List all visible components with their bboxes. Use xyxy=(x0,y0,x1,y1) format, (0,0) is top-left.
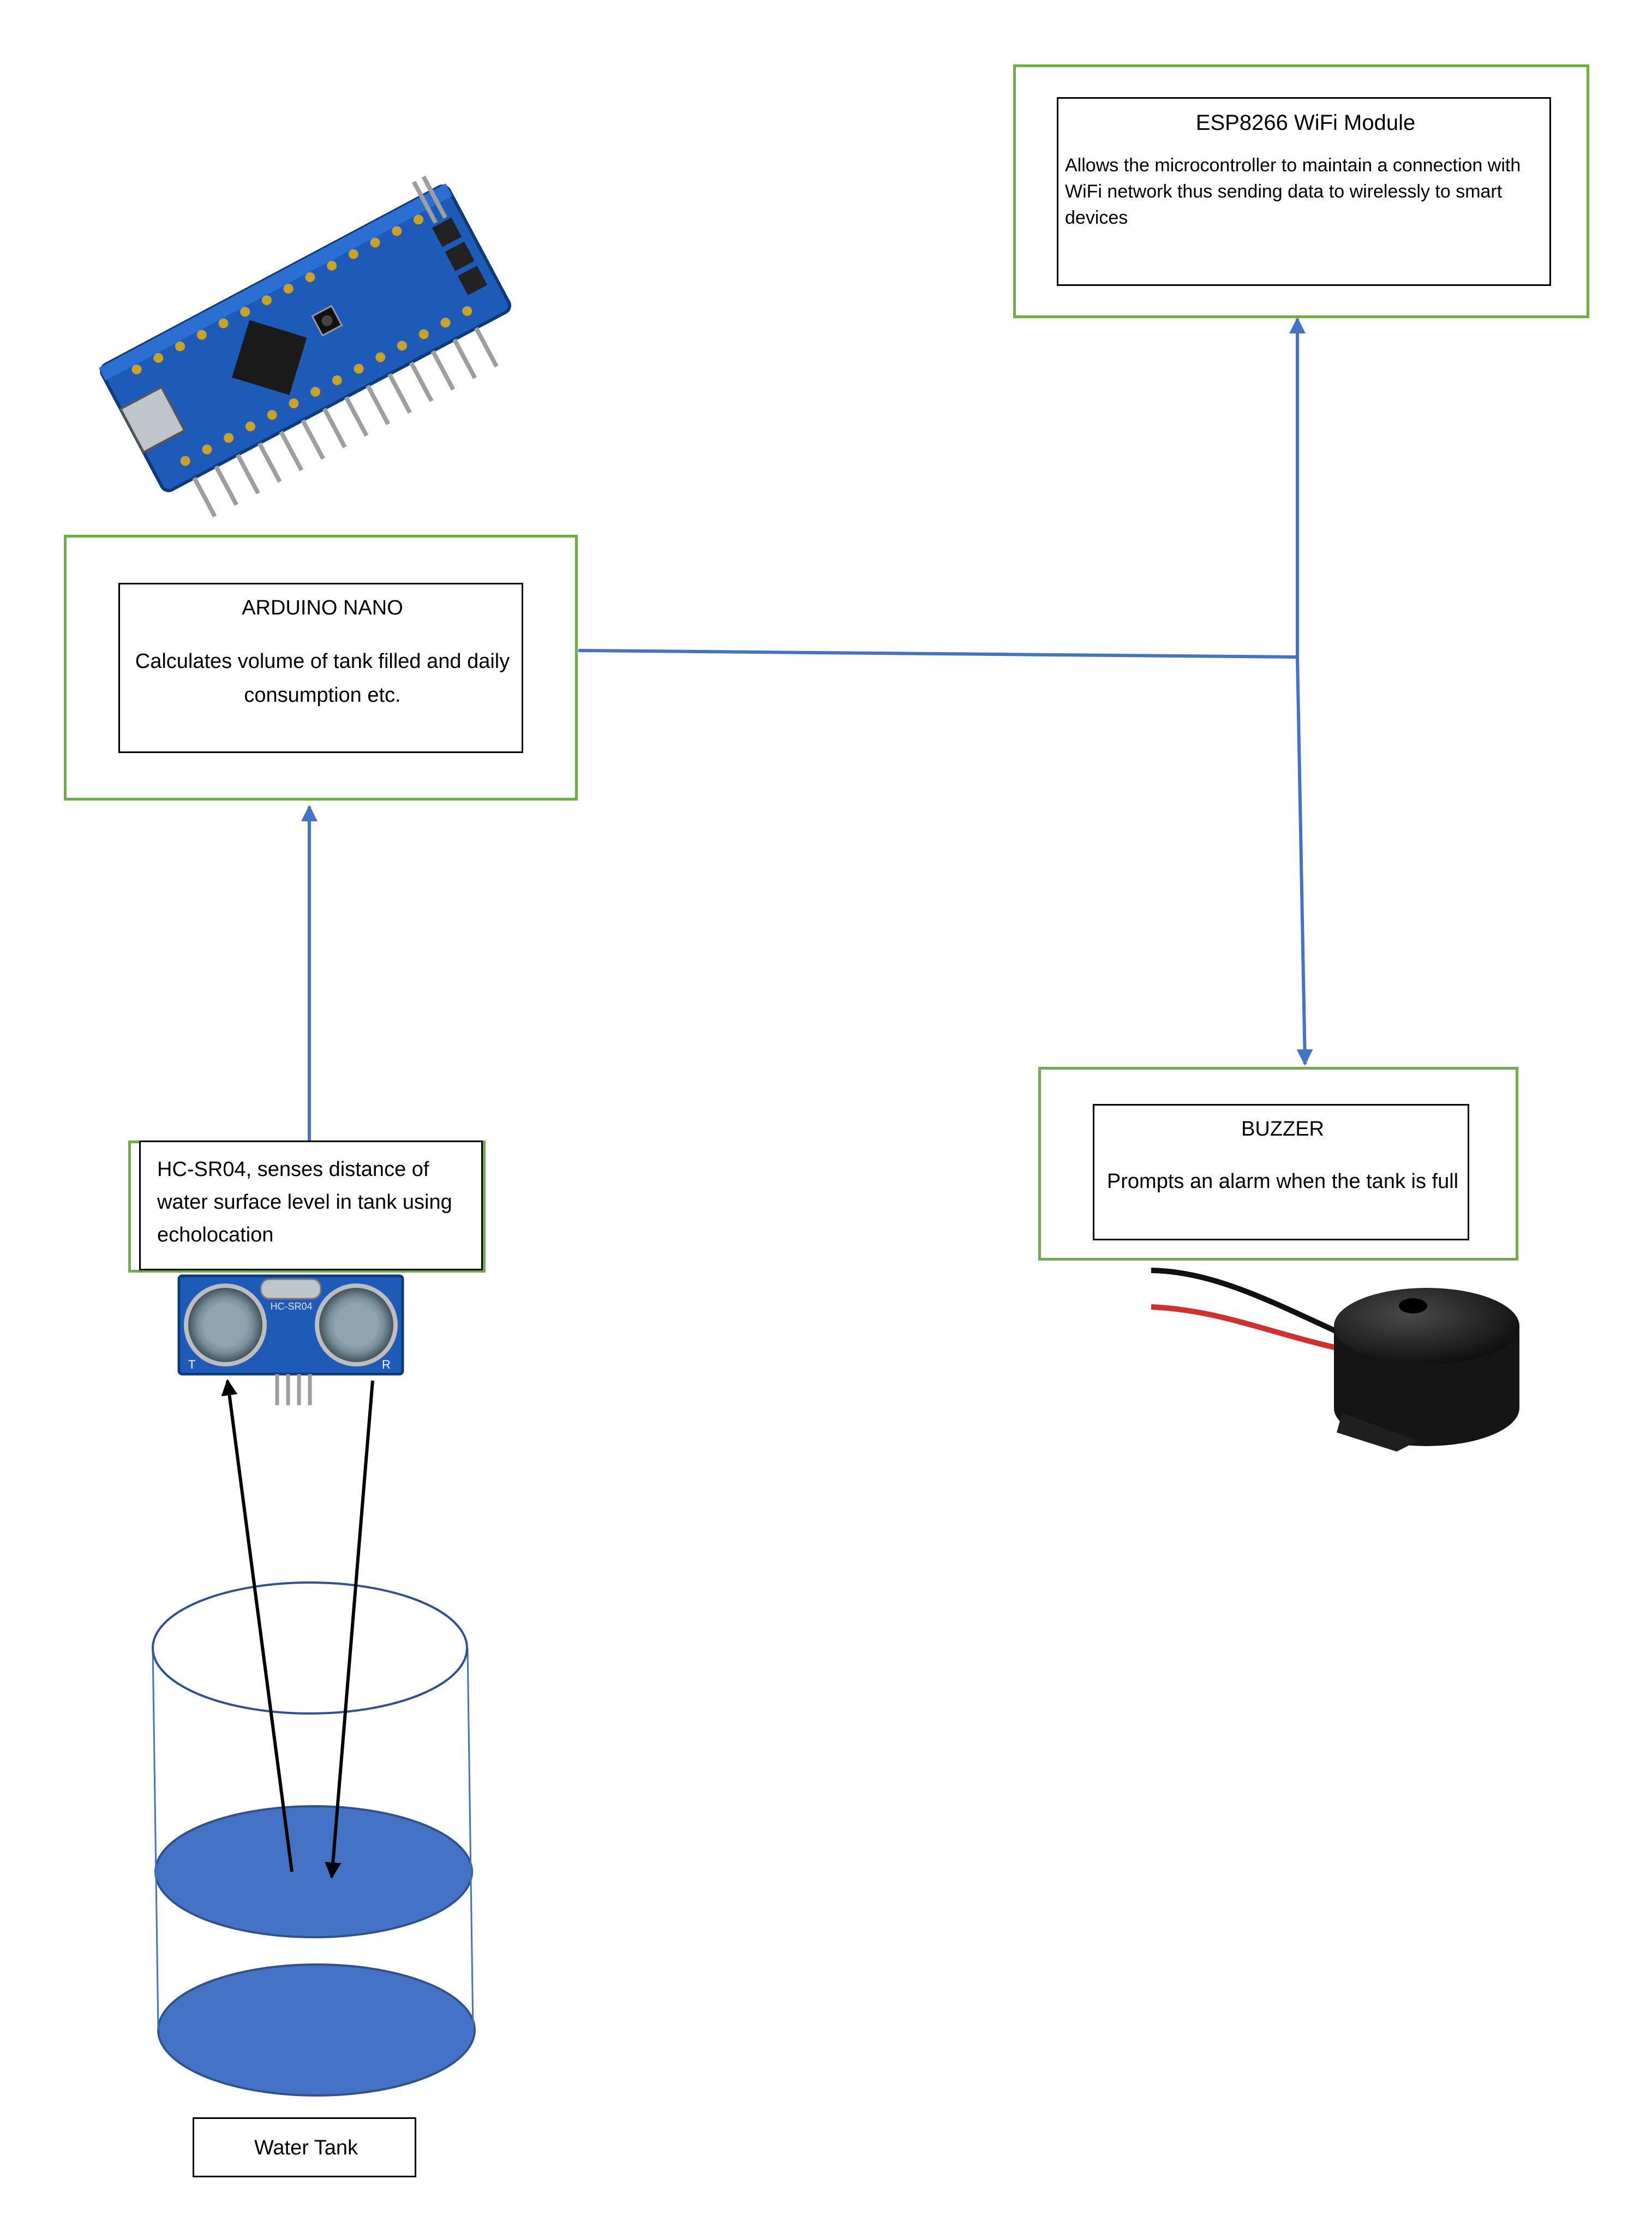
tank-water-surface xyxy=(154,1805,473,1938)
sensor-pin-r: R xyxy=(382,1358,391,1371)
water-tank-label-box: Water Tank xyxy=(193,2117,416,2177)
buzzer-title: BUZZER xyxy=(1241,1118,1324,1141)
sensor-pin-t: T xyxy=(188,1358,196,1371)
arduino-description: Calculates volume of tank filled and dai… xyxy=(135,650,510,707)
water-tank-label: Water Tank xyxy=(254,2136,358,2159)
tank-top-rim xyxy=(152,1581,468,1715)
buzzer-group xyxy=(1038,1067,1518,1261)
signal-arrow-down xyxy=(325,1380,374,1879)
hc-sr04-image xyxy=(177,1274,404,1405)
water-tank xyxy=(152,1581,476,2097)
tank-bottom-water xyxy=(157,1963,476,2097)
connector-junction-to-buzzer xyxy=(1296,656,1313,1066)
sensor-board-label: HC-SR04 xyxy=(270,1301,313,1312)
buzzer-image xyxy=(1151,1268,1519,1452)
esp8266-title: ESP8266 WiFi Module xyxy=(1195,111,1416,135)
connector-arduino-to-junction xyxy=(578,649,1298,659)
arduino-box: ARDUINO NANO Calculates volume of tank f… xyxy=(118,583,523,753)
tank-right-wall xyxy=(466,1647,474,2031)
connector-lines xyxy=(301,317,1313,1141)
arduino-nano-image xyxy=(99,175,511,518)
buzzer-box: BUZZER Prompts an alarm when the tank is… xyxy=(1093,1104,1469,1240)
esp8266-box: ESP8266 WiFi Module Allows the microcont… xyxy=(1057,97,1551,286)
echo-arrows xyxy=(221,1379,374,1879)
sensor-box: HC-SR04, senses distance of water surfac… xyxy=(139,1141,483,1270)
arduino-title: ARDUINO NANO xyxy=(242,596,403,619)
buzzer-description: Prompts an alarm when the tank is full xyxy=(1106,1170,1459,1193)
esp8266-description: Allows the microcontroller to maintain a… xyxy=(1065,155,1521,228)
esp8266-group xyxy=(1013,64,1589,318)
tank-left-wall xyxy=(152,1647,159,2031)
sensor-description: HC-SR04, senses distance of water surfac… xyxy=(157,1158,452,1246)
arduino-group xyxy=(64,535,578,801)
signal-arrow-up xyxy=(221,1379,294,1872)
